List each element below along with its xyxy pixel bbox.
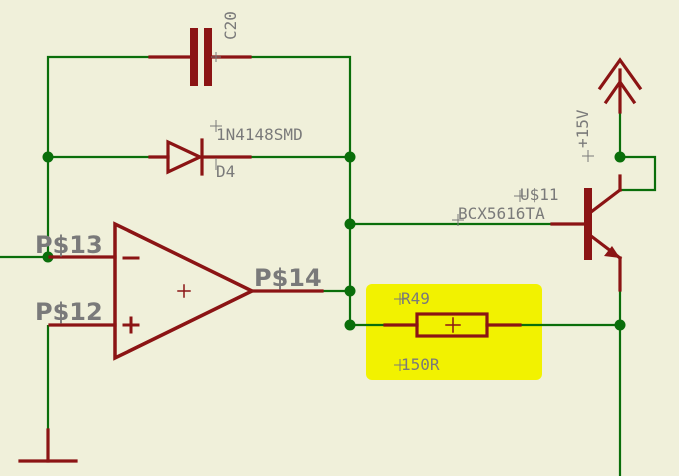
supply-arrow-inner (603, 79, 637, 105)
pin12-label: P$12 (35, 298, 103, 326)
d4-value-label: 1N4148SMD (216, 125, 303, 144)
wires (0, 55, 657, 476)
r49-name-label: R49 (401, 289, 430, 308)
junction (344, 151, 356, 163)
resistor-r49[interactable]: R49 150R (383, 289, 522, 374)
u11-collector (588, 187, 623, 215)
supply-arrow-outer (597, 57, 643, 91)
junction (42, 151, 54, 163)
d4-name-label: D4 (216, 162, 235, 181)
opamp-triangle (113, 221, 256, 361)
supply-15v[interactable]: +15V (573, 57, 643, 162)
pin13-label: P$13 (35, 231, 103, 259)
supply-label: +15V (573, 109, 592, 148)
junction (344, 319, 356, 331)
capacitor-c20[interactable]: C20 (148, 11, 252, 86)
ground-symbol[interactable] (18, 428, 78, 463)
wire-c20-right[interactable] (250, 55, 352, 325)
junction (42, 251, 54, 263)
c20-label: C20 (221, 11, 240, 40)
junction (614, 319, 626, 331)
junctions (42, 151, 626, 331)
u11-emitter-arrow (604, 246, 620, 258)
u11-value-label: BCX5616TA (458, 204, 545, 223)
r49-highlight (366, 284, 542, 380)
diode-d4[interactable]: 1N4148SMD D4 (148, 120, 303, 181)
wire-collector[interactable] (618, 110, 657, 192)
d4-triangle (166, 139, 204, 175)
r49-value-label: 150R (401, 355, 440, 374)
junction (344, 285, 356, 297)
pin14-label: P$14 (254, 264, 322, 292)
transistor-u11[interactable]: U$11 BCX5616TA (452, 174, 623, 292)
wire-c20-left[interactable] (46, 55, 150, 257)
opamp[interactable]: P$13 P$12 P$14 (35, 221, 324, 361)
u11-name-label: U$11 (520, 185, 559, 204)
junction (344, 218, 356, 230)
junction (614, 151, 626, 163)
